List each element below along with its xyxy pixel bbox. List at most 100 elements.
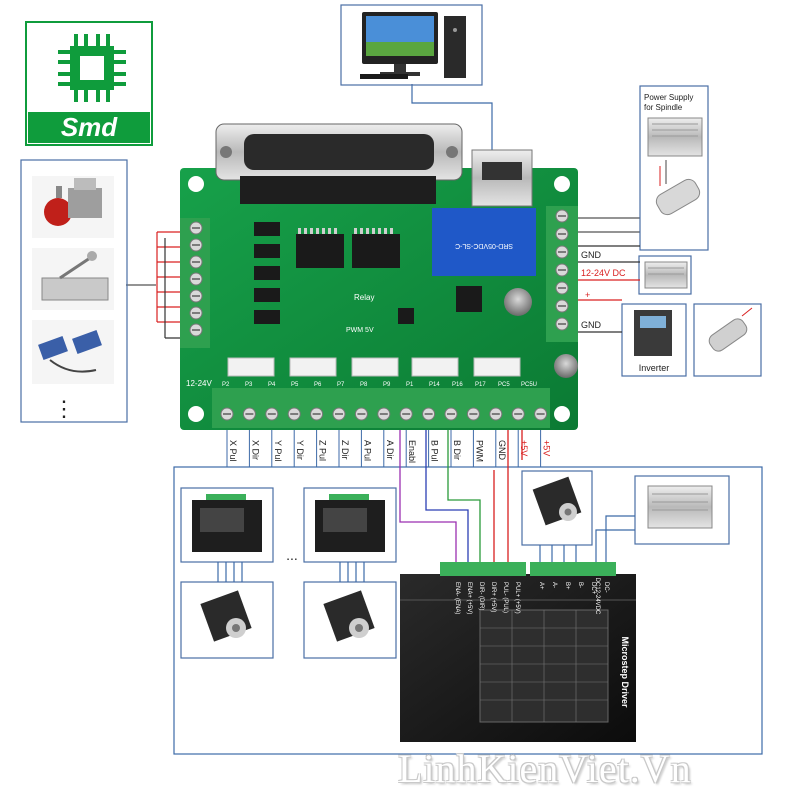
inverter-frame — [621, 303, 687, 377]
terminal-screw — [189, 221, 203, 235]
port-label: P5 — [291, 382, 299, 388]
stepper-driver-icon-2 — [315, 494, 385, 552]
sensor-panel-frame — [20, 159, 128, 423]
stepper-motor-icon-main — [532, 476, 582, 526]
white-headers — [227, 357, 521, 377]
terminal-screw — [287, 407, 301, 421]
optocouplers — [254, 222, 280, 324]
motor-pin-label: A- — [551, 582, 557, 588]
driver-pin-label: ENA- (ENA) — [454, 582, 460, 614]
terminal-screw — [444, 407, 458, 421]
terminal-screw — [555, 317, 569, 331]
terminal-screw — [422, 407, 436, 421]
dc-supply-frame — [638, 255, 692, 295]
spindle-supply-frame — [639, 85, 709, 251]
terminal-screw — [489, 407, 503, 421]
terminal-screw — [555, 209, 569, 223]
port-label: P14 — [429, 382, 440, 388]
port-label: PC5U — [521, 382, 537, 388]
driver-pin-label: DIR- (DIR) — [478, 582, 484, 610]
inverter-icon — [634, 310, 672, 356]
more-sensors-ellipsis: ⋮ — [53, 396, 75, 421]
terminal-screw — [555, 227, 569, 241]
terminal-label: PWM — [474, 440, 484, 462]
terminal-label: B Dir — [452, 440, 462, 460]
spindle-motor-icon — [708, 307, 753, 352]
terminal-label: +5V — [542, 440, 552, 456]
terminal-label: X Pul — [228, 440, 238, 462]
proximity-sensor-icon — [32, 320, 114, 384]
driver-pin-label: PUL- (PUL) — [502, 582, 508, 613]
terminal-screw — [399, 407, 413, 421]
terminal-screw — [534, 407, 548, 421]
port-label: P6 — [314, 382, 322, 388]
driver-pin-label: DIR+ (+5V) — [490, 582, 496, 612]
more-drivers-ellipsis: ... — [286, 547, 298, 563]
terminal-screw — [189, 272, 203, 286]
terminal-screw — [189, 289, 203, 303]
terminal-screw — [265, 407, 279, 421]
ic-2 — [352, 234, 400, 268]
terminal-label: B Pul — [430, 440, 440, 462]
watermark: LinhKienViet.Vn — [398, 746, 692, 791]
relay-model-label: SRD-05VDC-SL-C — [455, 242, 513, 249]
driver-pin-label: ENA+ (+5V) — [466, 582, 472, 614]
motor-pin-label: DC+ — [590, 582, 596, 595]
terminal-screw — [189, 306, 203, 320]
motor-frame-2 — [303, 581, 397, 659]
terminal-screw — [555, 263, 569, 277]
port-label: P3 — [245, 382, 253, 388]
stepper-motor-icon-1 — [200, 590, 252, 642]
spindle-icon — [655, 160, 701, 216]
dc-label: 12-24V DC — [581, 268, 626, 278]
right-connector-wires — [578, 245, 640, 333]
motor-driver-wires — [539, 515, 635, 562]
terminal-label: Z Dir — [340, 440, 350, 460]
relay: SRD-05VDC-SL-C — [432, 208, 536, 276]
port-label: P1 — [406, 382, 414, 388]
terminal-label: Z Pul — [318, 440, 328, 461]
logo-text: Smd — [61, 112, 118, 142]
terminal-label: A Pul — [362, 440, 372, 461]
stepper-motor-icon-2 — [323, 590, 375, 642]
terminal-label: Enabl — [407, 440, 417, 463]
driver-supply-frame — [634, 475, 730, 545]
terminal-label: +5V — [519, 440, 529, 456]
terminal-screw — [220, 407, 234, 421]
motor-pin-label: B+ — [564, 582, 570, 590]
terminal-screw — [555, 245, 569, 259]
motor-pin-label: DC- — [603, 582, 609, 593]
port-label: P16 — [452, 382, 463, 388]
terminal-screw — [242, 407, 256, 421]
port-label: P17 — [475, 382, 486, 388]
board-voltage-label: 12-24V — [186, 379, 212, 388]
plus-label: + — [585, 290, 590, 300]
ic-1 — [296, 234, 344, 268]
db25-connector — [215, 123, 463, 204]
terminal-screw — [555, 299, 569, 313]
spindle-power-supply-icon — [647, 117, 703, 157]
driver-frame-1 — [180, 487, 274, 563]
inverter-label: Inverter — [639, 363, 670, 373]
spindle-motor-frame — [693, 303, 762, 377]
motor-pin-label: A+ — [538, 582, 544, 590]
signal-wires — [399, 430, 523, 562]
terminal-screw — [189, 323, 203, 337]
usb-connector — [471, 149, 533, 207]
terminal-screw — [310, 407, 324, 421]
capacitor-1 — [504, 288, 532, 316]
gnd-label-1: GND — [581, 250, 602, 260]
terminal-screw — [189, 238, 203, 252]
driver-title: Microstep Driver — [620, 636, 630, 708]
port-label: P8 — [360, 382, 368, 388]
terminal-label: A Dir — [385, 440, 395, 460]
terminal-screw — [377, 407, 391, 421]
driver-pin-label: PUL+ (+5V) — [514, 582, 520, 614]
port-label: PC5 — [498, 382, 510, 388]
stepper-driver-icon-1 — [192, 494, 262, 552]
port-label: P7 — [337, 382, 345, 388]
port-label: P9 — [383, 382, 391, 388]
